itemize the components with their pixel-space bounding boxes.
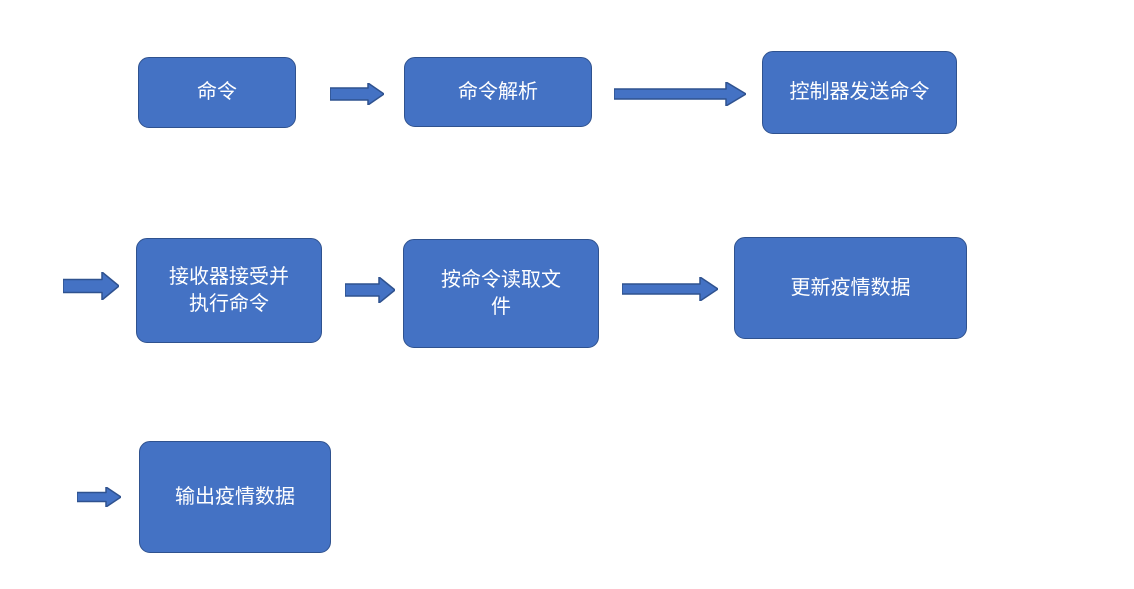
flow-node-command-label: 命令 xyxy=(197,81,237,103)
flow-node-receiver-execute-label: 接收器接受并 执行命令 xyxy=(169,265,289,315)
flow-node-command-parse: 命令解析 xyxy=(404,57,592,127)
flow-node-update-data: 更新疫情数据 xyxy=(734,237,967,339)
arrow-right-icon xyxy=(63,272,119,300)
flow-node-command: 命令 xyxy=(138,57,296,128)
arrow-right-icon xyxy=(614,82,746,106)
arrow-right-icon xyxy=(77,487,121,507)
flow-node-command-parse-label: 命令解析 xyxy=(458,80,538,103)
flow-node-receiver-execute: 接收器接受并 执行命令 xyxy=(136,238,322,343)
arrow-right-icon xyxy=(345,277,395,303)
flow-node-read-file: 按命令读取文 件 xyxy=(403,239,599,348)
flow-node-controller-send: 控制器发送命令 xyxy=(762,51,957,134)
arrow-right-icon xyxy=(622,277,718,301)
flow-node-read-file-label: 按命令读取文 件 xyxy=(441,268,561,318)
flow-node-output-data-label: 输出疫情数据 xyxy=(175,485,295,508)
flow-node-controller-send-label: 控制器发送命令 xyxy=(789,81,930,103)
flow-node-update-data-label: 更新疫情数据 xyxy=(790,276,911,299)
arrow-right-icon xyxy=(330,83,384,105)
flow-node-output-data: 输出疫情数据 xyxy=(139,441,331,553)
